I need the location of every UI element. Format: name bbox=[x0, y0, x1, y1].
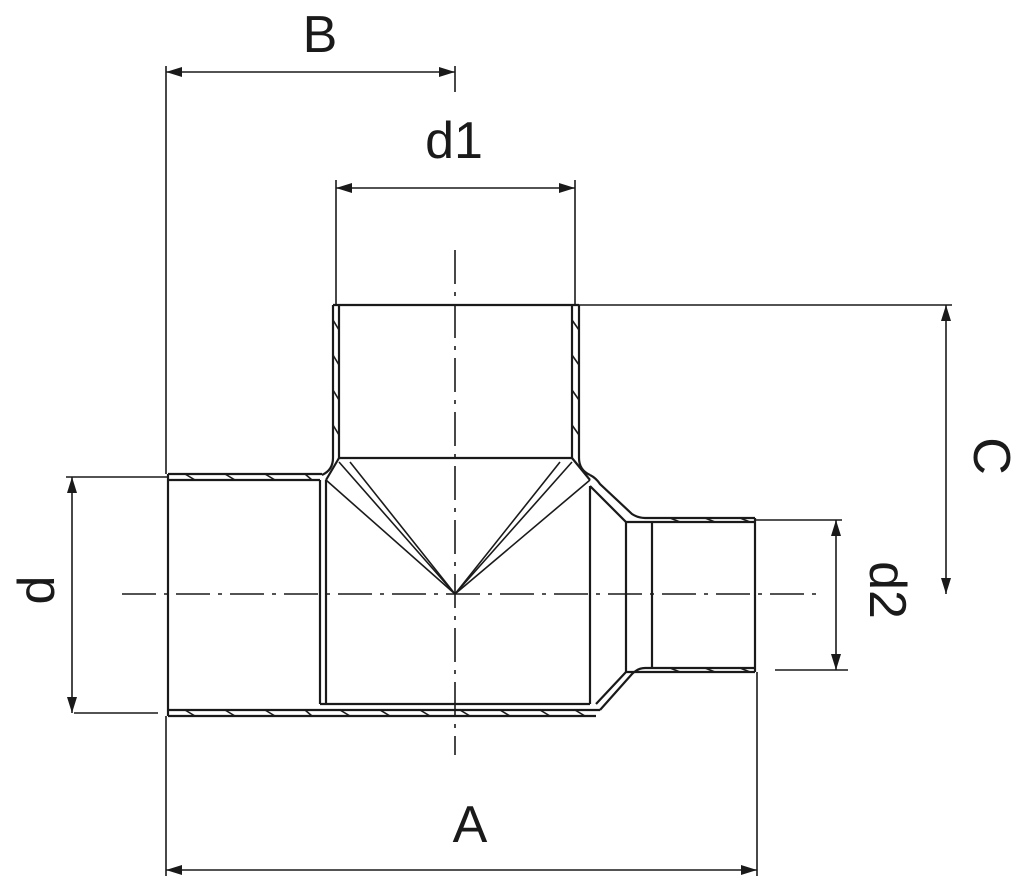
dimension-C bbox=[579, 304, 952, 594]
label-C: C bbox=[962, 437, 1020, 475]
label-d2: d2 bbox=[858, 561, 916, 619]
dimension-d1 bbox=[335, 180, 576, 305]
label-A: A bbox=[453, 796, 488, 854]
dimension-B bbox=[165, 66, 456, 474]
label-d1: d1 bbox=[425, 112, 483, 170]
dimension-d2 bbox=[755, 519, 848, 671]
tee-fitting-body bbox=[166, 303, 757, 718]
label-d: d bbox=[8, 576, 66, 605]
dimension-A bbox=[165, 672, 758, 876]
dimension-d bbox=[66, 476, 168, 714]
label-B: B bbox=[303, 6, 338, 64]
